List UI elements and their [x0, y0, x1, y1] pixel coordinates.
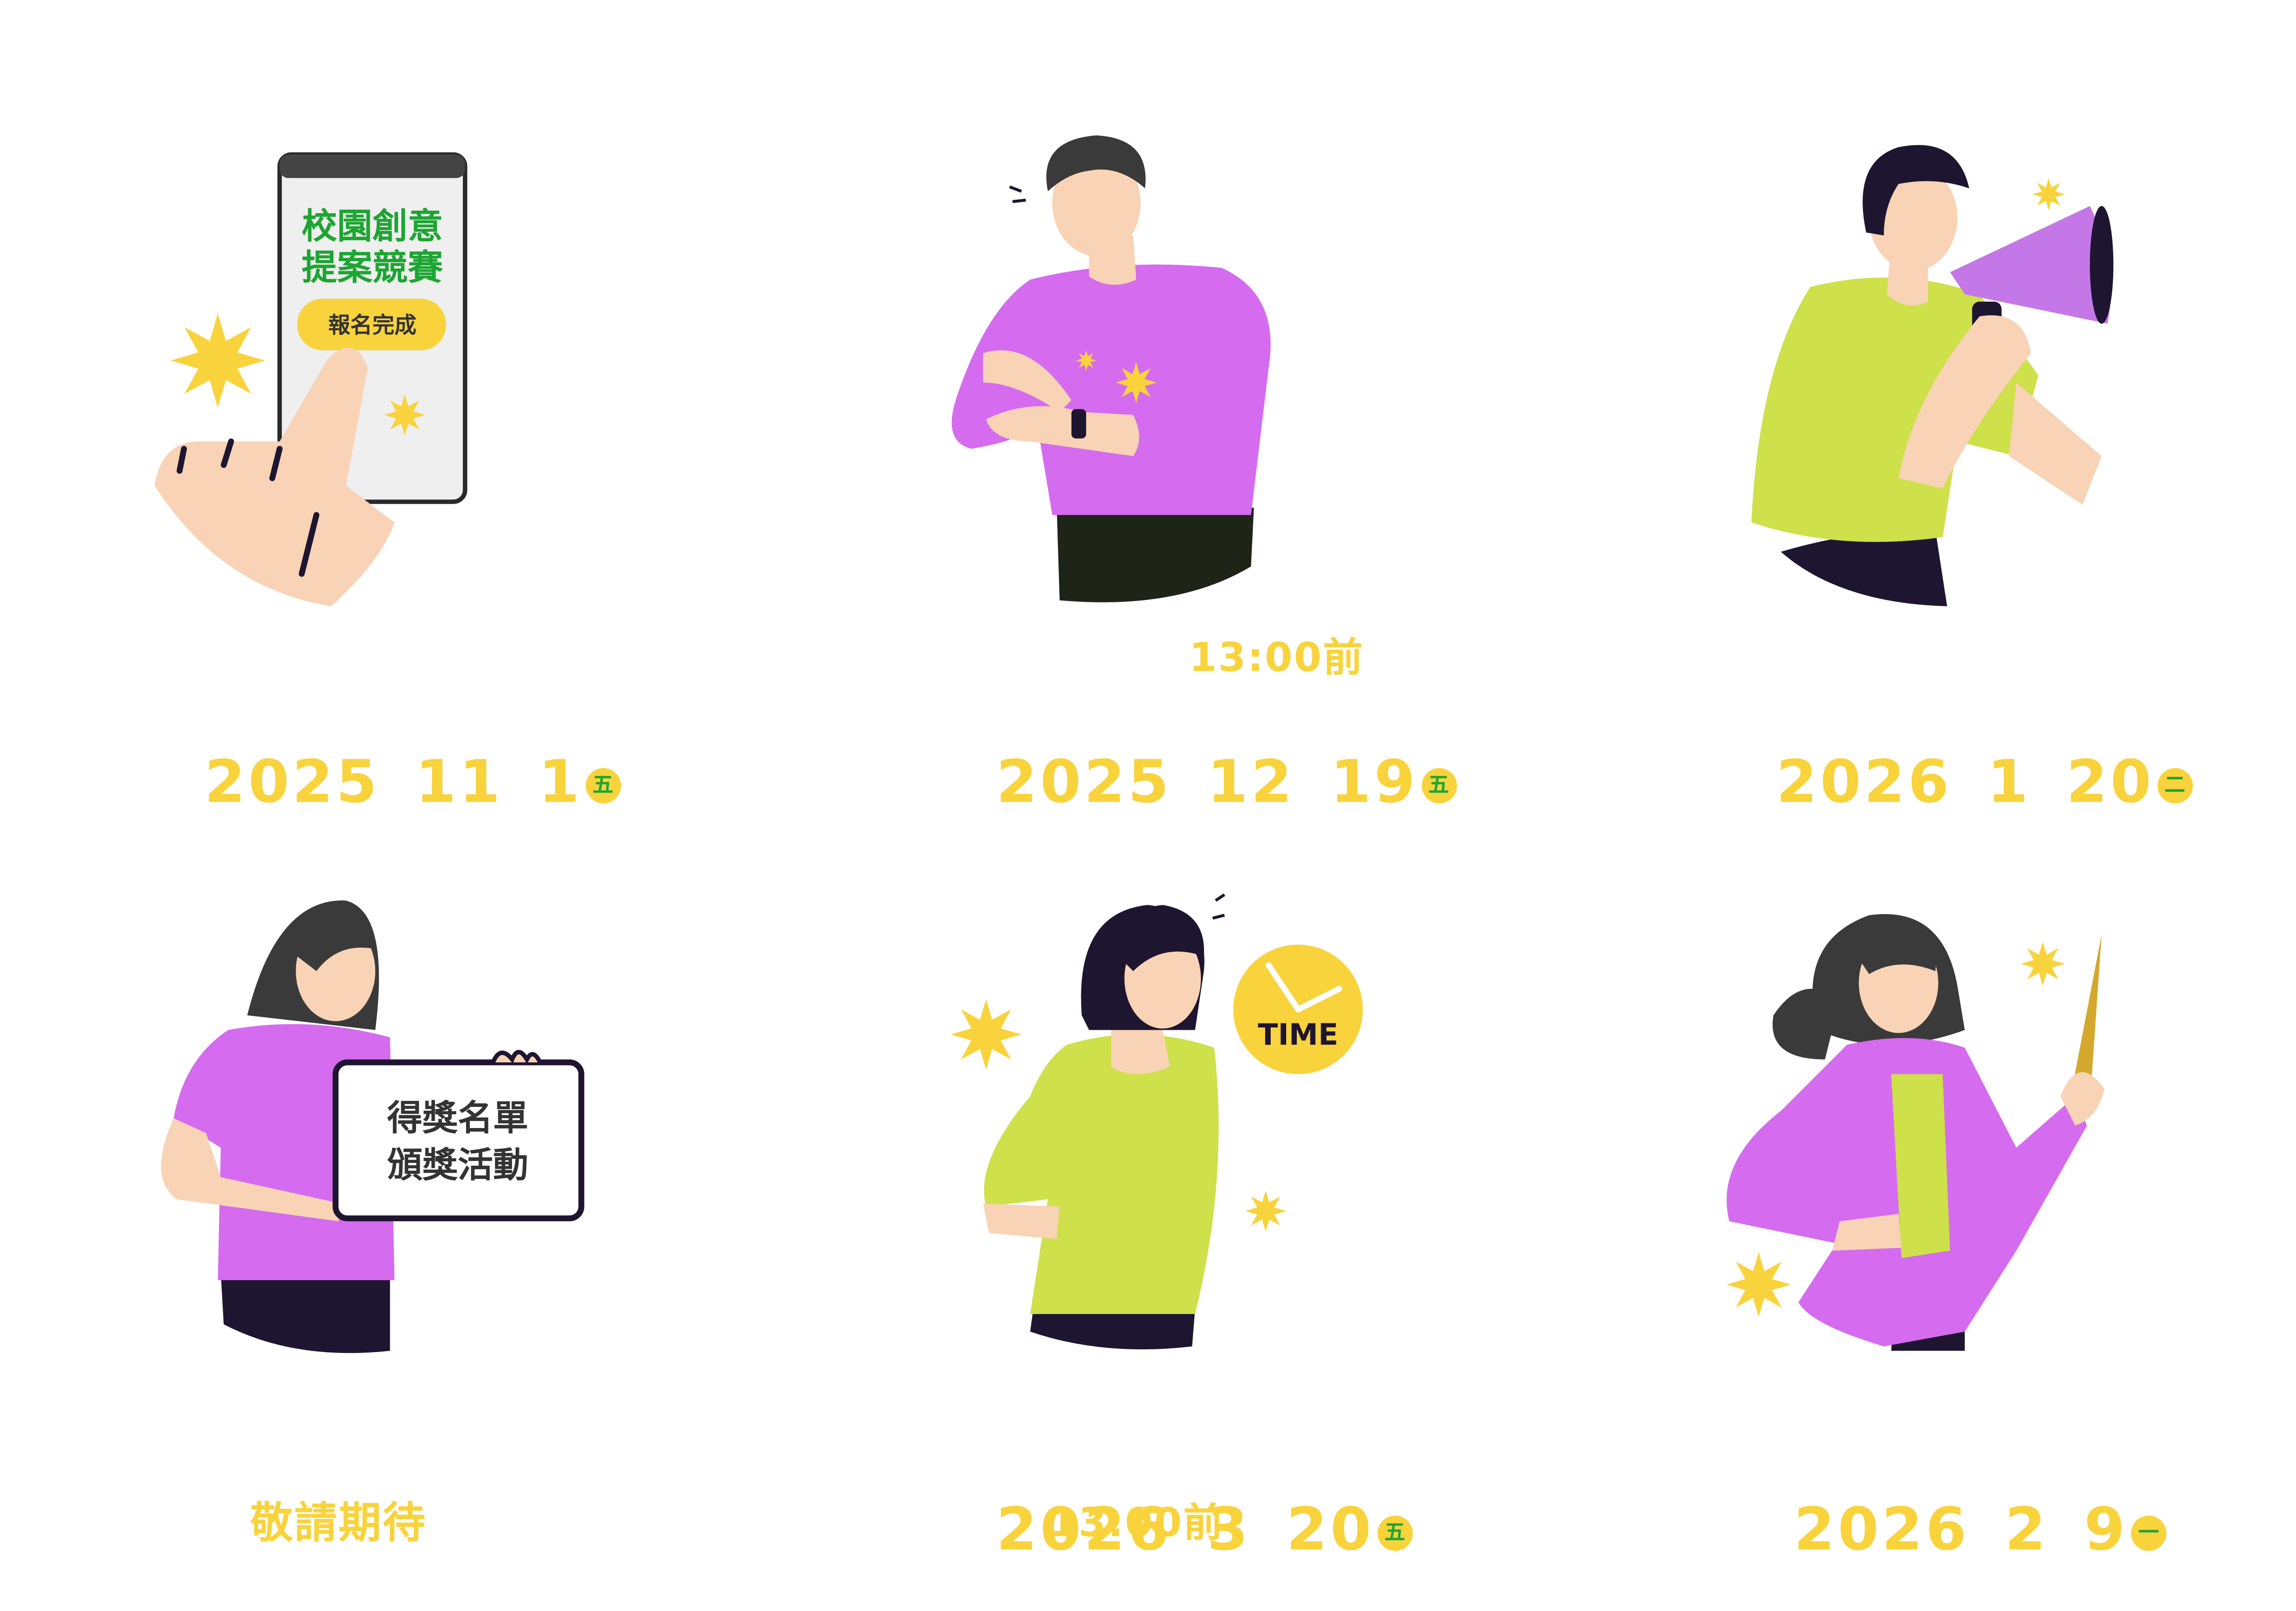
registration-complete-button: 報名完成: [328, 312, 416, 338]
day: 1: [538, 749, 583, 817]
woman-sign-illustration: 得獎名單 頒獎活動: [161, 900, 585, 1353]
woman-pointer-illustration: [1727, 914, 2105, 1351]
year: 2025: [996, 749, 1172, 817]
man-megaphone-illustration: [1751, 145, 2114, 606]
star-icon: [951, 999, 1022, 1070]
day: 20: [1286, 1496, 1374, 1564]
phone-title-line1: 校園創意: [302, 206, 443, 247]
month: 2: [2004, 1496, 2049, 1564]
weekday-badge: 二: [2157, 768, 2193, 803]
milestone-note-2: 13:00前: [1189, 635, 1364, 681]
sign-line2: 頒獎活動: [387, 1145, 529, 1186]
clock-label: TIME: [1258, 1018, 1338, 1052]
sign-line1: 得獎名單: [387, 1098, 529, 1139]
star-icon: [170, 313, 265, 408]
phone-illustration: 校園創意 提案競賽 報名完成: [154, 152, 467, 606]
star-icon: [1075, 350, 1097, 371]
year: 2026: [1794, 1496, 1970, 1564]
weekday-badge: 五: [1377, 1516, 1412, 1551]
star-icon: [1726, 1252, 1791, 1317]
year: 2026: [996, 1496, 1172, 1564]
woman-clock-illustration: TIME: [983, 893, 1363, 1350]
month: 12: [1207, 749, 1295, 817]
star-icon: [2032, 178, 2065, 211]
month: 1: [1987, 749, 2031, 817]
decorative-stars: [170, 178, 2065, 1317]
star-icon: [2020, 942, 2065, 986]
month: 11: [415, 749, 503, 817]
star-icon: [1115, 362, 1157, 404]
month: 3: [1207, 1496, 1251, 1564]
man-watch-illustration: [951, 135, 1271, 602]
day: 19: [1330, 749, 1418, 817]
day: 9: [2084, 1496, 2128, 1564]
day: 20: [2066, 749, 2155, 817]
weekday-badge: 一: [2131, 1516, 2167, 1551]
star-icon: [384, 394, 426, 436]
milestone-note-4: 敬請期待: [250, 1498, 427, 1548]
weekday-badge: 五: [585, 768, 621, 803]
year: 2025: [204, 749, 380, 817]
phone-title-line2: 提案競賽: [302, 247, 443, 288]
weekday-badge: 五: [1421, 768, 1457, 803]
year: 2026: [1776, 749, 1952, 817]
star-icon: [1245, 1190, 1287, 1232]
milestone-note-5: 13:00前: [1049, 1501, 1225, 1547]
